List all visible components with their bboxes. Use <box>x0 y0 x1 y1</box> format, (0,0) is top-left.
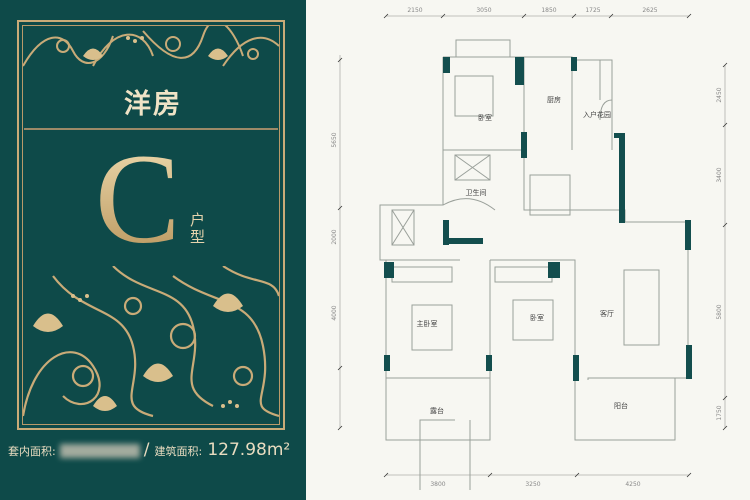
wall-outlines <box>379 39 689 490</box>
dim-top-4: 1725 <box>585 7 600 14</box>
dim-top-1: 2150 <box>407 7 422 14</box>
dimension-tick <box>686 472 692 478</box>
dim-bottom-1: 3800 <box>430 481 445 488</box>
dim-top-2: 3050 <box>476 7 491 14</box>
dimension-tick <box>383 13 389 19</box>
dimension-tick <box>337 205 343 211</box>
building-area-label: 建筑面积: <box>154 445 203 458</box>
room-label-bedroom-3: 卧室 <box>530 313 544 322</box>
room-label-bedroom-2: 卧室 <box>478 113 492 122</box>
dimension-tick <box>722 122 728 128</box>
dimension-lines <box>337 13 728 478</box>
room-label-entry-garden: 入户花园 <box>583 110 611 119</box>
room-label-living-room: 客厅 <box>600 309 614 318</box>
gold-frame-inner <box>22 25 280 425</box>
dimension-tick <box>337 365 343 371</box>
dimension-tick <box>337 425 343 431</box>
dimension-labels: 2150 3050 1850 1725 2625 3800 3250 4250 … <box>331 7 723 488</box>
dimension-tick <box>722 425 728 431</box>
dimension-tick <box>722 222 728 228</box>
dimension-tick <box>440 13 446 19</box>
dimension-tick <box>521 13 527 19</box>
area-info: 套内面积: / 建筑面积: 127.98m² <box>8 440 290 460</box>
dimension-tick <box>608 13 614 19</box>
floor-plan: 2150 3050 1850 1725 2625 3800 3250 4250 … <box>306 0 750 500</box>
interior-area-label: 套内面积: <box>8 445 56 458</box>
dimension-tick <box>337 57 343 63</box>
product-title: 洋房 <box>124 89 182 120</box>
dim-right-3: 5800 <box>716 304 723 319</box>
interior-area-value-obscured <box>59 443 140 458</box>
dimension-tick <box>722 395 728 401</box>
building-area-value: 127.98 <box>207 440 267 460</box>
dim-right-4: 1750 <box>716 405 723 420</box>
room-label-master-bedroom: 主卧室 <box>417 319 438 328</box>
brand-panel: 洋房 C 户型 套内面积: / 建筑面积: 127.98m² <box>0 0 306 500</box>
dim-left-2: 2000 <box>331 229 338 244</box>
dim-bottom-2: 3250 <box>525 481 540 488</box>
dimension-tick <box>383 472 389 478</box>
structural-walls <box>384 57 692 381</box>
dimension-tick <box>571 13 577 19</box>
room-label-balcony: 阳台 <box>614 401 628 410</box>
area-separator: / <box>143 440 150 460</box>
unit-type-label: 户型 <box>190 211 206 246</box>
dim-right-1: 2450 <box>716 87 723 102</box>
dim-top-3: 1850 <box>541 7 556 14</box>
gold-frame <box>17 20 285 430</box>
room-label-bathroom: 卫生间 <box>466 188 487 197</box>
room-label-terrace: 露台 <box>430 406 444 415</box>
dim-left-3: 4000 <box>331 305 338 320</box>
room-labels: 卧室 厨房 入户花园 卫生间 主卧室 卧室 客厅 露台 阳台 <box>417 95 629 415</box>
bottom-ornament <box>23 266 279 418</box>
dimension-tick <box>574 472 580 478</box>
dimension-tick <box>722 62 728 68</box>
dim-right-2: 3400 <box>716 167 723 182</box>
area-unit: m² <box>266 440 291 460</box>
top-ornament <box>23 26 279 67</box>
unit-letter: C <box>95 128 181 270</box>
dim-top-5: 2625 <box>642 7 657 14</box>
title-divider <box>24 128 278 130</box>
room-label-kitchen: 厨房 <box>547 95 561 104</box>
dimension-tick <box>487 472 493 478</box>
dimension-tick <box>686 13 692 19</box>
dim-left-1: 5650 <box>331 132 338 147</box>
dim-bottom-3: 4250 <box>625 481 640 488</box>
